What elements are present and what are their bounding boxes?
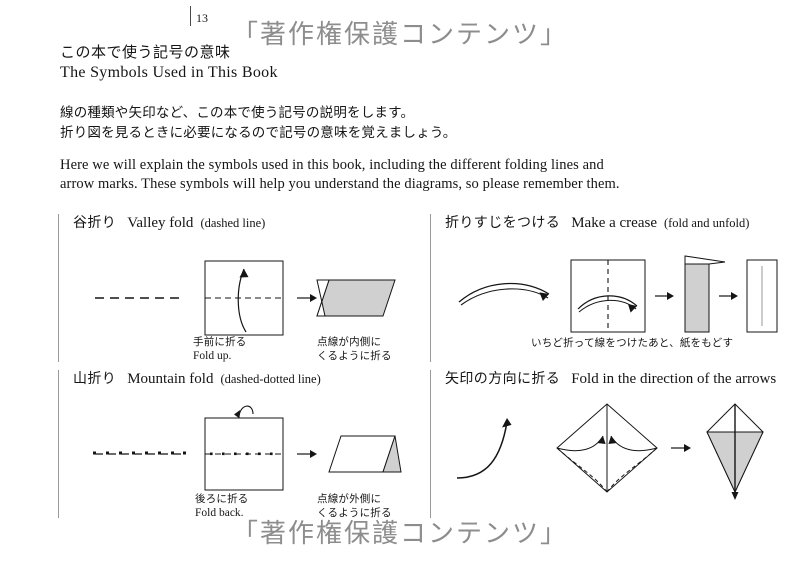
result-shape-mountain: [328, 435, 402, 473]
caption-jp: 後ろに折る: [195, 493, 249, 505]
fold-arrow-head-right: [608, 436, 617, 444]
process-arrow-2: [719, 292, 738, 300]
result-shape-kite: [706, 403, 764, 500]
section-make-a-crease: 折りすじをつける Make a crease (fold and unfold): [430, 214, 778, 362]
result-square-with-crease: [746, 259, 778, 333]
section-heading-mountain-fold: 山折り Mountain fold (dashed-dotted line): [73, 370, 406, 388]
fold-unfold-arrow-sample: [458, 282, 550, 306]
fold-back-arrow: [234, 405, 254, 419]
page-number: 13: [196, 11, 208, 25]
section-heading-make-a-crease: 折りすじをつける Make a crease (fold and unfold): [445, 214, 778, 232]
dash-dot-line-sample: [93, 451, 186, 455]
folded-paper-step2: [684, 255, 726, 333]
caption-mountain-left: 後ろに折る Fold back.: [195, 492, 249, 520]
fold-arrow-head-left: [597, 436, 606, 444]
diagram-fold-direction-of-arrows: [445, 392, 779, 504]
intro-paragraph-en: Here we will explain the symbols used in…: [60, 157, 620, 192]
process-arrow: [671, 444, 691, 452]
symbol-legend-grid: 谷折り Valley fold (dashed line): [58, 214, 778, 519]
caption-jp: いちど折って線をつけたあと、紙をもどす: [531, 337, 734, 349]
kite-arrow-head: [731, 492, 739, 500]
process-arrow-1: [655, 292, 674, 300]
section-mountain-fold: 山折り Mountain fold (dashed-dotted line): [58, 370, 407, 519]
page-title-en: The Symbols Used in This Book: [60, 64, 278, 81]
heading-jp: 谷折り: [73, 215, 117, 231]
caption-en: Fold back.: [195, 507, 244, 519]
caption-jp-line-1: 点線が外側に: [317, 493, 382, 505]
page-number-rule: [190, 6, 191, 26]
heading-en: Make a crease: [571, 215, 657, 231]
diamond-with-fold-lines: [556, 403, 658, 493]
caption-valley-left: 手前に折る Fold up.: [193, 335, 247, 363]
section-heading-fold-direction-of-arrows: 矢印の方向に折る Fold in the direction of the ar…: [445, 370, 778, 388]
diagram-valley-fold: 手前に折る Fold up. 点線が内側に くるように折る: [73, 236, 407, 362]
heading-en: Valley fold: [127, 215, 194, 231]
valley-fold-svg: [95, 260, 396, 336]
mountain-crease-line: [205, 452, 283, 456]
heading-en: Mountain fold: [127, 371, 214, 387]
heading-jp: 矢印の方向に折る: [445, 371, 561, 387]
watermark-bottom: 「著作権保護コンテンツ」: [231, 519, 568, 549]
caption-mountain-right: 点線が外側に くるように折る: [317, 492, 392, 520]
intro-paragraph-jp: 線の種類や矢印など、この本で使う記号の説明をします。 折り図を見るときに必要にな…: [60, 103, 620, 143]
result-shape-valley: [316, 279, 396, 317]
diagram-make-a-crease: いちど折って線をつけたあと、紙をもどす: [445, 236, 779, 350]
page-title-jp: この本で使う記号の意味: [60, 43, 231, 61]
intro-jp-line-1: 線の種類や矢印など、この本で使う記号の説明をします。: [60, 105, 415, 121]
intro-block: この本で使う記号の意味 The Symbols Used in This Boo…: [60, 42, 620, 194]
page-number-block: 13: [190, 6, 208, 28]
heading-en: Fold in the direction of the arrows: [571, 371, 777, 387]
heading-paren: (fold and unfold): [663, 216, 750, 230]
section-heading-valley-fold: 谷折り Valley fold (dashed line): [73, 214, 406, 232]
diagram-mountain-fold: 後ろに折る Fold back. 点線が外側に くるように折る: [73, 392, 407, 519]
fold-arrow-head: [239, 269, 249, 278]
fold-arrow-step1: [577, 295, 638, 313]
mountain-fold-svg: [93, 405, 402, 491]
section-fold-direction-of-arrows: 矢印の方向に折る Fold in the direction of the ar…: [430, 370, 778, 518]
caption-en: Fold up.: [193, 350, 232, 362]
watermark-top: 「著作権保護コンテンツ」: [231, 20, 568, 50]
caption-jp-line-1: 点線が内側に: [317, 336, 382, 348]
caption-valley-right: 点線が内側に くるように折る: [317, 335, 392, 363]
intro-jp-line-2: 折り図を見るときに必要になるので記号の意味を覚えましょう。: [60, 125, 457, 141]
heading-jp: 折りすじをつける: [445, 215, 561, 231]
process-arrow: [297, 450, 317, 458]
caption-jp-line-2: くるように折る: [317, 507, 392, 519]
caption-make-a-crease: いちど折って線をつけたあと、紙をもどす: [531, 336, 734, 350]
fold-direction-svg: [456, 403, 764, 500]
process-arrow: [297, 294, 317, 302]
curved-arrow-sample: [456, 418, 512, 479]
section-valley-fold: 谷折り Valley fold (dashed line): [58, 214, 406, 362]
heading-paren: (dashed line): [200, 216, 266, 230]
heading-jp: 山折り: [73, 371, 117, 387]
make-a-crease-svg: [458, 255, 778, 333]
heading-paren: (dashed-dotted line): [220, 372, 321, 386]
caption-jp-line-2: くるように折る: [317, 350, 392, 362]
caption-jp: 手前に折る: [193, 336, 247, 348]
